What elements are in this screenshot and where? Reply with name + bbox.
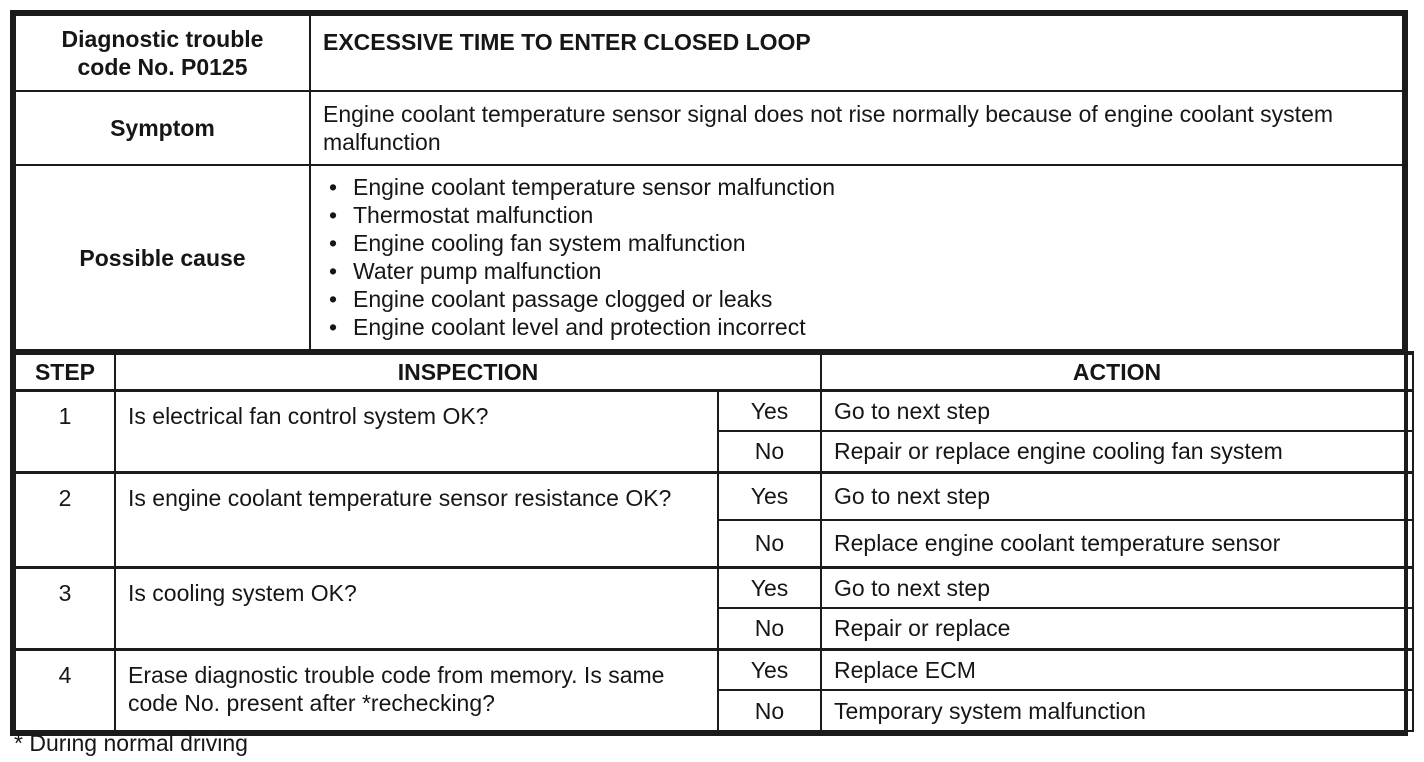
- list-item: Thermostat malfunction: [323, 201, 1390, 229]
- list-item: Engine coolant temperature sensor malfun…: [323, 173, 1390, 201]
- step-number: 4: [14, 647, 116, 732]
- table-row: 2 Is engine coolant temperature sensor r…: [14, 470, 1415, 568]
- steps-table: STEP INSPECTION ACTION 1 Is electrical f…: [14, 351, 1415, 732]
- column-header-inspection: INSPECTION: [113, 351, 823, 392]
- answer-yes: Yes: [716, 388, 823, 432]
- answer-yes: Yes: [716, 565, 823, 609]
- footnote: * During normal driving: [14, 730, 248, 756]
- action-text: Replace engine coolant temperature senso…: [820, 519, 1415, 568]
- table-row: No Repair or replace engine cooling fan …: [15, 430, 1415, 473]
- action-text: Replace ECM: [820, 647, 1415, 691]
- step-number: 1: [14, 388, 116, 473]
- cause-text: Engine cooling fan system malfunction: [353, 230, 746, 256]
- action-text: Repair or replace: [820, 607, 1415, 650]
- table-row: 4 Erase diagnostic trouble code from mem…: [14, 647, 1415, 732]
- column-header-action: ACTION: [820, 351, 1415, 392]
- inspection-text: Erase diagnostic trouble code from memor…: [114, 647, 719, 732]
- action-text: Go to next step: [820, 388, 1415, 432]
- list-item: Water pump malfunction: [323, 257, 1390, 285]
- action-text: Go to next step: [820, 565, 1415, 609]
- inspection-text: Is cooling system OK?: [114, 565, 719, 650]
- action-text: Repair or replace engine cooling fan sys…: [820, 430, 1415, 473]
- possible-cause-label: Possible cause: [14, 164, 311, 351]
- bullet-icon: [323, 173, 353, 201]
- list-item: Engine cooling fan system malfunction: [323, 229, 1390, 257]
- inspection-text: Is electrical fan control system OK?: [114, 388, 719, 473]
- dtc-table: Diagnostic trouble code No. P0125 EXCESS…: [10, 10, 1415, 736]
- table-row: Possible cause Engine coolant temperatur…: [14, 164, 1404, 351]
- table-row: Diagnostic trouble code No. P0125 EXCESS…: [14, 14, 1404, 92]
- action-text: Temporary system malfunction: [820, 689, 1415, 732]
- cause-text: Engine coolant level and protection inco…: [353, 314, 806, 340]
- list-item: Engine coolant passage clogged or leaks: [323, 285, 1390, 313]
- dtc-title: EXCESSIVE TIME TO ENTER CLOSED LOOP: [309, 14, 1404, 92]
- bullet-icon: [323, 313, 353, 341]
- cause-text: Engine coolant temperature sensor malfun…: [353, 174, 836, 200]
- cause-text: Water pump malfunction: [353, 258, 602, 284]
- answer-yes: Yes: [716, 470, 823, 521]
- column-header-step: STEP: [14, 351, 116, 392]
- dtc-code-label: Diagnostic trouble code No. P0125: [14, 14, 311, 92]
- bullet-icon: [323, 285, 353, 313]
- symptom-label: Symptom: [14, 90, 311, 166]
- action-text: Go to next step: [820, 470, 1415, 521]
- answer-no: No: [716, 689, 823, 732]
- symptom-text: Engine coolant temperature sensor signal…: [309, 90, 1404, 166]
- dtc-info-table: Diagnostic trouble code No. P0125 EXCESS…: [14, 14, 1404, 351]
- answer-no: No: [716, 430, 823, 473]
- bullet-icon: [323, 201, 353, 229]
- table-row: 3 Is cooling system OK? Yes Go to next s…: [14, 565, 1415, 650]
- steps-header-row: STEP INSPECTION ACTION: [14, 351, 1415, 392]
- bullet-icon: [323, 229, 353, 257]
- step-number: 2: [14, 470, 116, 568]
- cause-text: Engine coolant passage clogged or leaks: [353, 286, 773, 312]
- table-row: No Temporary system malfunction: [15, 689, 1415, 732]
- table-row: No Repair or replace: [15, 607, 1415, 650]
- answer-no: No: [716, 519, 823, 568]
- table-row: Symptom Engine coolant temperature senso…: [14, 90, 1404, 166]
- answer-yes: Yes: [716, 647, 823, 691]
- table-row: 1 Is electrical fan control system OK? Y…: [14, 388, 1415, 473]
- table-row: No Replace engine coolant temperature se…: [15, 519, 1415, 568]
- list-item: Engine coolant level and protection inco…: [323, 313, 1390, 341]
- step-number: 3: [14, 565, 116, 650]
- possible-cause-list: Engine coolant temperature sensor malfun…: [309, 164, 1404, 351]
- bullet-icon: [323, 257, 353, 285]
- cause-text: Thermostat malfunction: [353, 202, 594, 228]
- answer-no: No: [716, 607, 823, 650]
- inspection-text: Is engine coolant temperature sensor res…: [114, 470, 719, 568]
